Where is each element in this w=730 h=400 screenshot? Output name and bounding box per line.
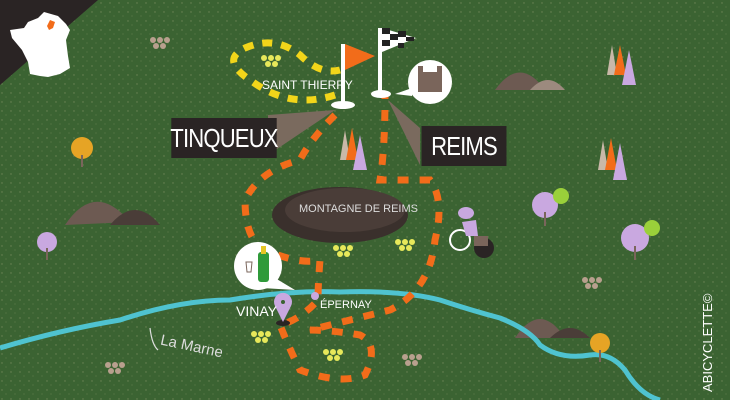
epernay-dot xyxy=(311,292,319,300)
grape-icon xyxy=(251,55,415,361)
region-marker xyxy=(47,20,55,30)
france-map-icon xyxy=(10,12,70,77)
hill-icon xyxy=(65,72,590,338)
tree-icon xyxy=(37,45,660,362)
orange-route xyxy=(241,94,443,383)
label-vinay: VINAY xyxy=(236,303,277,319)
cyclist-icon xyxy=(449,207,494,258)
champagne-icon xyxy=(234,242,295,290)
yellow-route xyxy=(230,39,341,104)
reims-pointer xyxy=(388,100,420,165)
label-montagne-de-reims: MONTAGNE DE REIMS xyxy=(299,203,418,215)
river-label-leader xyxy=(149,327,159,351)
start-flag-icon xyxy=(331,44,375,109)
river-marne xyxy=(0,289,661,400)
label-saint-thierry: SAINT THIERRY xyxy=(262,78,353,92)
label-epernay: ÉPERNAY xyxy=(320,299,372,311)
montagne-top xyxy=(285,188,405,232)
label-tinqueux: TINQUEUX xyxy=(170,118,279,158)
tinqueux-pointer xyxy=(268,110,335,155)
label-reims: REIMS xyxy=(421,126,507,166)
cathedral-icon xyxy=(395,60,452,104)
credit: ABICYCLETTE© xyxy=(700,293,715,392)
location-pin-icon xyxy=(273,292,293,326)
grape-icon xyxy=(105,37,602,374)
finish-flag-icon xyxy=(371,28,416,98)
